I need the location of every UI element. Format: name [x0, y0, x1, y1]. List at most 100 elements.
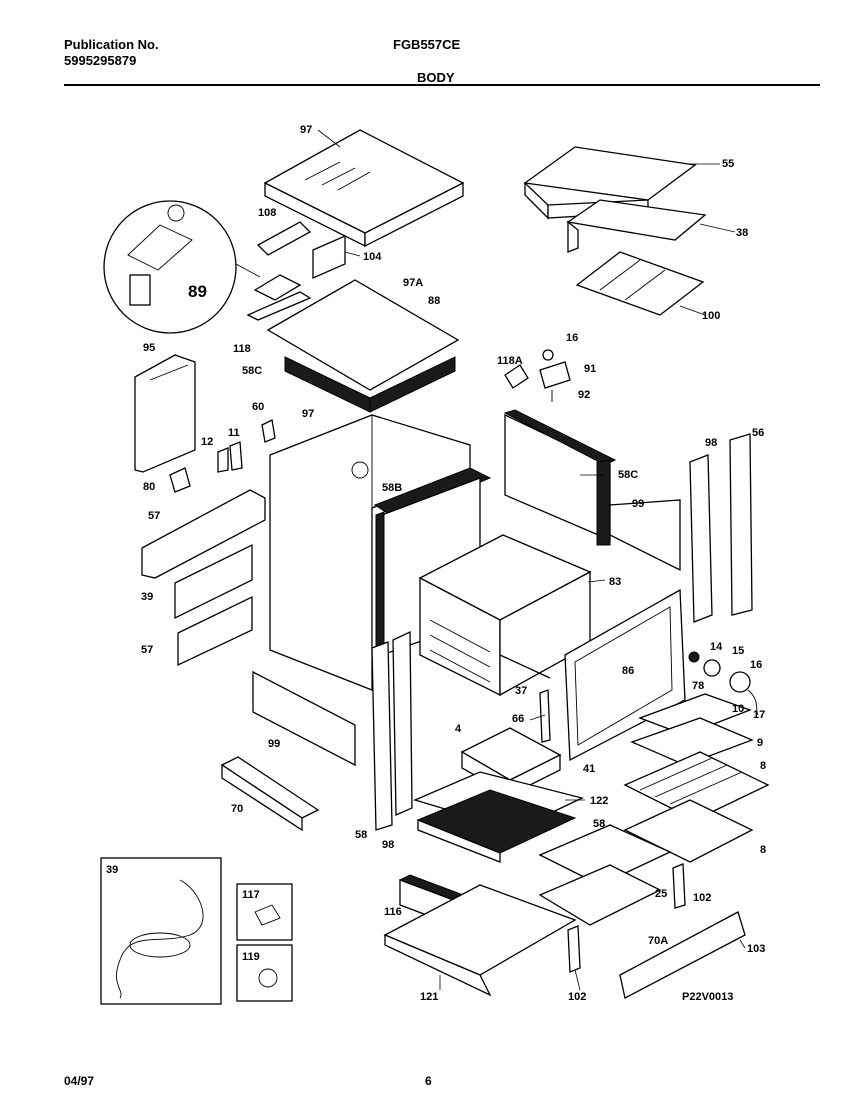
- callout-39-left: 39: [141, 591, 153, 603]
- callout-39-inset: 39: [106, 864, 118, 876]
- callout-labels: 97 55 108 104 38 97A 88 89 100 118 16 11…: [106, 124, 766, 1003]
- burner-tray-97A: [266, 279, 460, 413]
- leader-lines: [317, 129, 746, 991]
- valve-parts: [504, 349, 571, 402]
- callout-98-right: 98: [705, 437, 717, 449]
- inset-box-39: [100, 857, 222, 1005]
- callout-8-top: 8: [760, 760, 766, 772]
- callout-11: 11: [228, 427, 240, 439]
- lower-front-panel-99: [252, 670, 356, 767]
- oven-liner-83: [418, 534, 592, 697]
- publication-number: 5995295879: [64, 53, 137, 68]
- callout-10: 10: [732, 703, 744, 715]
- callout-70A: 70A: [648, 935, 668, 947]
- callout-57-top: 57: [148, 510, 160, 522]
- top-panel-97: [263, 129, 465, 248]
- callout-122: 122: [590, 795, 608, 807]
- callout-8-low: 8: [760, 844, 766, 856]
- left-brackets: [141, 489, 266, 667]
- callout-88: 88: [428, 295, 440, 307]
- callout-9: 9: [757, 737, 763, 749]
- callout-97-top: 97: [300, 124, 312, 136]
- callout-37: 37: [515, 685, 527, 697]
- inset-box-117: [236, 883, 293, 941]
- strips-102: [567, 863, 686, 973]
- callout-38: 38: [736, 227, 748, 239]
- callout-100: 100: [702, 310, 720, 322]
- callout-41: 41: [583, 763, 595, 775]
- callout-80: 80: [143, 481, 155, 493]
- side-strips-right: [689, 433, 753, 623]
- callout-98-center: 98: [382, 839, 394, 851]
- inset-box-119: [236, 944, 293, 1002]
- callout-16-top: 16: [566, 332, 578, 344]
- front-frame-78: [564, 588, 686, 762]
- callout-86: 86: [622, 665, 634, 677]
- burner-70A: [538, 864, 662, 926]
- callout-91: 91: [584, 363, 596, 375]
- burner-plate-25: [538, 824, 672, 886]
- callout-103: 103: [747, 943, 765, 955]
- callout-102-right: 102: [693, 892, 711, 904]
- callout-14: 14: [710, 641, 723, 653]
- callout-108: 108: [258, 207, 276, 219]
- callout-58C-top: 58C: [242, 365, 262, 377]
- callout-119: 119: [242, 951, 260, 963]
- plate-100: [575, 251, 705, 316]
- header-rule: [64, 84, 820, 86]
- callout-70: 70: [231, 803, 243, 815]
- callout-92: 92: [578, 389, 590, 401]
- callout-58B: 58B: [382, 482, 402, 494]
- callout-12: 12: [201, 436, 213, 448]
- detail-circle-89: [103, 200, 261, 334]
- center-strips: [371, 630, 413, 831]
- callout-58-left: 58: [355, 829, 367, 841]
- insulation-58C: [503, 409, 617, 546]
- knob-parts: [688, 651, 759, 716]
- drawing-code: P22V0013: [682, 991, 733, 1003]
- callout-118A: 118A: [497, 355, 523, 367]
- callout-25: 25: [655, 888, 667, 900]
- callout-15: 15: [732, 645, 744, 657]
- callout-95: 95: [143, 342, 155, 354]
- callout-4: 4: [455, 723, 462, 735]
- footer-date: 04/97: [64, 1074, 95, 1088]
- shield-70: [220, 756, 320, 832]
- igniter-assembly: [246, 221, 346, 321]
- small-clips: [169, 419, 276, 493]
- section-title: BODY: [417, 70, 455, 85]
- footer-page-number: 6: [425, 1074, 432, 1088]
- side-shield-95: [134, 354, 196, 473]
- callout-78: 78: [692, 680, 704, 692]
- callout-104: 104: [363, 251, 382, 263]
- bracket-38: [566, 199, 707, 253]
- callout-89: 89: [188, 282, 207, 301]
- callout-99-left: 99: [268, 738, 280, 750]
- callout-57-low: 57: [141, 644, 153, 656]
- model-number: FGB557CE: [393, 37, 461, 52]
- callout-118: 118: [233, 343, 251, 355]
- callout-56-right: 56: [752, 427, 764, 439]
- back-panel-99: [609, 499, 681, 572]
- callout-16-right: 16: [750, 659, 762, 671]
- burner-58: [416, 789, 577, 863]
- callout-121: 121: [420, 991, 438, 1003]
- base-121: [383, 884, 577, 997]
- callout-99-right: 99: [632, 498, 644, 510]
- callout-97A: 97A: [403, 277, 423, 289]
- callout-83: 83: [609, 576, 621, 588]
- callout-55: 55: [722, 158, 734, 170]
- callout-17: 17: [753, 709, 765, 721]
- callout-58-right: 58: [593, 818, 605, 830]
- callout-66: 66: [512, 713, 524, 725]
- broiler-grids: [623, 693, 770, 863]
- rods: [499, 654, 551, 743]
- publication-label: Publication No.: [64, 37, 159, 52]
- kick-plate-103: [619, 911, 746, 999]
- callout-117: 117: [242, 889, 260, 901]
- callout-116: 116: [384, 906, 402, 918]
- callout-58C-right: 58C: [618, 469, 638, 481]
- callout-60: 60: [252, 401, 264, 413]
- callout-102-low: 102: [568, 991, 586, 1003]
